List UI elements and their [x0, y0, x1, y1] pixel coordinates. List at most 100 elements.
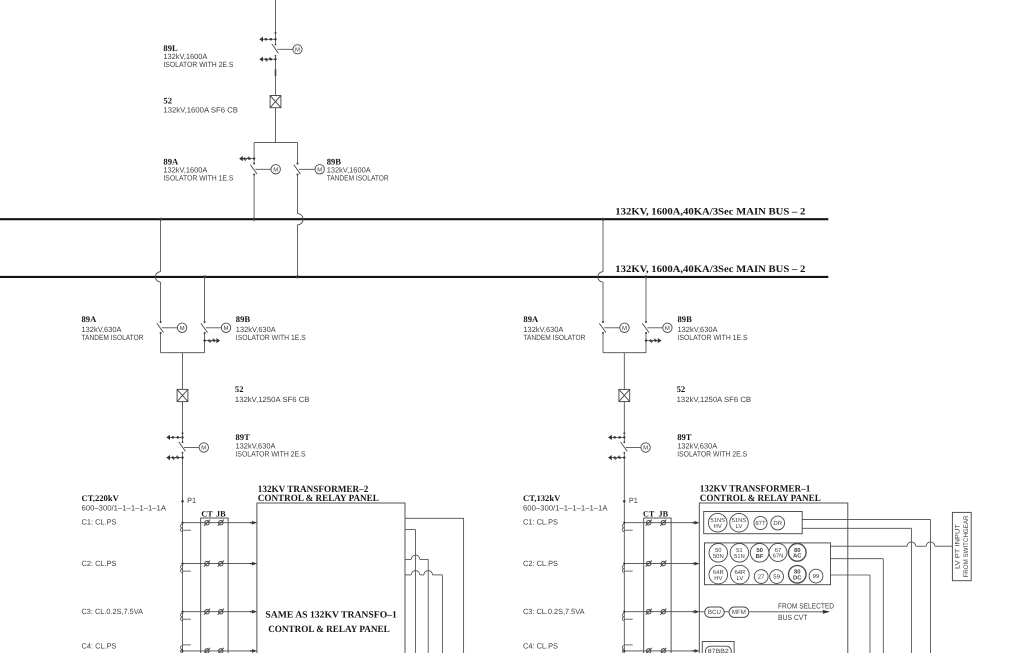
- svg-text:89B: 89B: [678, 314, 693, 324]
- svg-text:132kV,1250A SF6 CB: 132kV,1250A SF6 CB: [235, 395, 310, 404]
- svg-text:51NS: 51NS: [710, 517, 725, 524]
- svg-text:89A: 89A: [523, 314, 539, 324]
- svg-text:52: 52: [235, 384, 244, 394]
- svg-text:80: 80: [794, 569, 801, 576]
- svg-text:ISOLATOR WITH 1E.S: ISOLATOR WITH 1E.S: [163, 173, 233, 182]
- svg-text:C2: CL.PS: C2: CL.PS: [523, 559, 558, 568]
- svg-text:ISOLATOR WITH 1E.S: ISOLATOR WITH 1E.S: [678, 333, 748, 342]
- svg-text:CONTROL & RELAY PANEL: CONTROL & RELAY PANEL: [268, 624, 390, 635]
- svg-text:CT: CT: [643, 509, 655, 518]
- svg-text:132kV,630A: 132kV,630A: [236, 325, 277, 334]
- svg-text:87T: 87T: [755, 520, 766, 527]
- svg-text:LV: LV: [736, 523, 743, 530]
- svg-text:M: M: [295, 47, 300, 54]
- svg-text:M: M: [224, 325, 229, 332]
- svg-text:SAME AS 132KV TRANSFO–1: SAME AS 132KV TRANSFO–1: [265, 610, 397, 621]
- svg-text:M: M: [317, 167, 322, 174]
- svg-text:87BB2: 87BB2: [708, 648, 730, 653]
- svg-text:C3: CL.0.2S,7.5VA: C3: CL.0.2S,7.5VA: [82, 607, 144, 616]
- svg-text:P1: P1: [629, 496, 638, 505]
- svg-text:BCU: BCU: [708, 609, 721, 616]
- svg-text:M: M: [643, 445, 648, 452]
- svg-text:132KV TRANSFORMER–1: 132KV TRANSFORMER–1: [700, 483, 811, 494]
- svg-text:132kV,630A: 132kV,630A: [677, 441, 718, 450]
- svg-text:89T: 89T: [677, 432, 692, 442]
- svg-text:89T: 89T: [236, 432, 251, 442]
- svg-text:99: 99: [813, 573, 820, 580]
- svg-text:C2: CL.PS: C2: CL.PS: [82, 559, 117, 568]
- svg-text:HV: HV: [714, 575, 722, 582]
- svg-text:DR: DR: [773, 520, 782, 527]
- svg-text:132KV TRANSFORMER–2: 132KV TRANSFORMER–2: [258, 484, 369, 495]
- svg-text:AC: AC: [793, 553, 802, 560]
- svg-text:132KV, 1600A,40KA/3Sec MAIN: 132KV, 1600A,40KA/3Sec MAIN BUS – 2: [615, 206, 805, 217]
- svg-text:ISOLATOR WITH 2E.S: ISOLATOR WITH 2E.S: [236, 449, 306, 458]
- svg-text:27: 27: [758, 574, 765, 581]
- svg-text:ISOLATOR WITH 1E.S: ISOLATOR WITH 1E.S: [236, 333, 306, 342]
- svg-text:BF: BF: [756, 553, 764, 560]
- svg-text:59: 59: [773, 574, 780, 581]
- svg-text:CONTROL & RELAY PANEL: CONTROL & RELAY PANEL: [700, 493, 821, 504]
- svg-text:132kV,630A: 132kV,630A: [236, 441, 277, 450]
- svg-text:M: M: [273, 167, 278, 174]
- svg-text:600–300/1–1–1–1–1–1A: 600–300/1–1–1–1–1–1A: [82, 504, 167, 513]
- svg-text:M: M: [180, 325, 185, 332]
- svg-text:TANDEM ISOLATOR: TANDEM ISOLATOR: [327, 173, 389, 182]
- svg-text:C3: CL.0.2S,7.5VA: C3: CL.0.2S,7.5VA: [523, 607, 585, 616]
- svg-text:89B: 89B: [327, 156, 342, 166]
- svg-text:52: 52: [163, 96, 172, 106]
- svg-text:89A: 89A: [163, 156, 179, 166]
- svg-text:JB: JB: [659, 509, 669, 518]
- svg-text:50N: 50N: [713, 553, 724, 560]
- svg-text:51N: 51N: [734, 553, 745, 560]
- svg-text:C4: CL.PS: C4: CL.PS: [82, 642, 117, 651]
- svg-text:CONTROL & RELAY PANEL: CONTROL & RELAY PANEL: [258, 493, 379, 504]
- svg-text:P1: P1: [187, 496, 196, 505]
- svg-text:TANDEM ISOLATOR: TANDEM ISOLATOR: [523, 333, 585, 342]
- svg-text:50: 50: [715, 547, 722, 554]
- svg-text:CT,220kV: CT,220kV: [82, 493, 120, 503]
- svg-text:JB: JB: [216, 509, 226, 518]
- svg-text:132kV,630A: 132kV,630A: [523, 325, 564, 334]
- svg-text:89B: 89B: [236, 314, 251, 324]
- svg-text:132kV,1600A: 132kV,1600A: [163, 52, 208, 61]
- svg-text:CT,132kV: CT,132kV: [523, 493, 561, 503]
- svg-text:MFM: MFM: [732, 609, 746, 616]
- svg-text:52: 52: [677, 384, 686, 394]
- svg-text:50: 50: [756, 547, 763, 554]
- svg-text:FROM SWITCHGEAR: FROM SWITCHGEAR: [963, 515, 970, 577]
- svg-text:FROM SELECTED: FROM SELECTED: [778, 602, 834, 611]
- svg-text:132kV,1250A SF6 CB: 132kV,1250A SF6 CB: [677, 395, 752, 404]
- svg-text:TANDEM ISOLATOR: TANDEM ISOLATOR: [82, 333, 144, 342]
- svg-text:M: M: [201, 445, 206, 452]
- svg-text:51: 51: [736, 547, 743, 554]
- svg-text:600–300/1–1–1–1–1–1A: 600–300/1–1–1–1–1–1A: [523, 504, 608, 513]
- svg-text:HV: HV: [714, 523, 722, 530]
- svg-text:67N: 67N: [773, 553, 784, 560]
- svg-text:DC: DC: [793, 575, 802, 582]
- svg-text:132kV,1600A: 132kV,1600A: [163, 165, 208, 174]
- svg-text:ISOLATOR WITH 2E.S: ISOLATOR WITH 2E.S: [677, 449, 747, 458]
- svg-text:89L: 89L: [163, 43, 178, 53]
- svg-text:80: 80: [794, 547, 801, 554]
- svg-text:C1: CL.PS: C1: CL.PS: [523, 518, 558, 527]
- svg-text:M: M: [622, 325, 627, 332]
- svg-text:LV PT INPUT: LV PT INPUT: [955, 524, 962, 569]
- svg-text:132kV,1600A: 132kV,1600A: [327, 165, 372, 174]
- svg-text:51NS: 51NS: [732, 517, 747, 524]
- svg-text:67: 67: [775, 547, 782, 554]
- svg-text:ISOLATOR WITH 2E.S: ISOLATOR WITH 2E.S: [163, 60, 233, 69]
- svg-text:132kV,630A: 132kV,630A: [678, 325, 719, 334]
- svg-text:132kV,630A: 132kV,630A: [82, 325, 123, 334]
- svg-text:CT: CT: [201, 509, 213, 518]
- svg-text:89A: 89A: [82, 314, 98, 324]
- svg-text:64R: 64R: [713, 569, 724, 576]
- svg-text:132kV,1600A SF6 CB: 132kV,1600A SF6 CB: [163, 106, 238, 115]
- svg-text:C1: CL.PS: C1: CL.PS: [82, 518, 117, 527]
- svg-text:C4: CL.PS: C4: CL.PS: [523, 642, 558, 651]
- svg-text:M: M: [665, 325, 670, 332]
- svg-text:132KV, 1600A,40KA/3Sec MAIN: 132KV, 1600A,40KA/3Sec MAIN BUS – 2: [615, 264, 805, 275]
- svg-text:64R: 64R: [734, 569, 745, 576]
- svg-text:LV: LV: [737, 575, 744, 582]
- svg-text:BUS CVT: BUS CVT: [778, 613, 808, 622]
